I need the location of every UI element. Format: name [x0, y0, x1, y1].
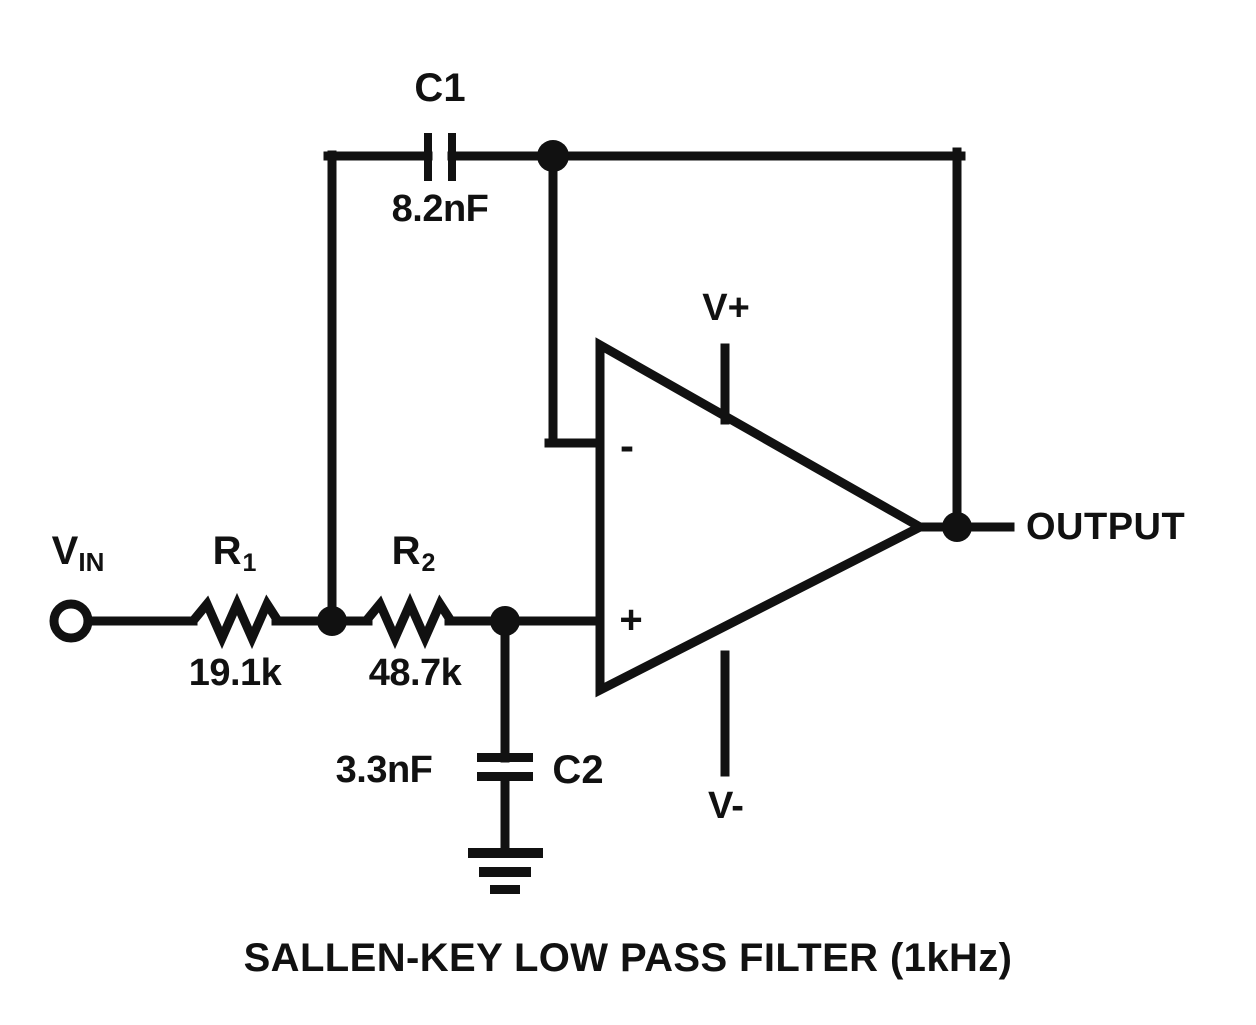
r1-ref-letter: R — [212, 529, 242, 573]
r1-value-label: 19.1k — [188, 652, 282, 694]
junction-dot-feedback — [537, 140, 569, 172]
c2-value-label: 3.3nF — [335, 749, 433, 791]
vin-label: VIN — [51, 529, 105, 575]
junction-dot-output — [942, 512, 972, 542]
diagram-caption: SALLEN-KEY LOW PASS FILTER (1kHz) — [243, 936, 1013, 980]
r2-resistor-symbol — [362, 592, 455, 650]
c1-reference-label: C1 — [414, 66, 466, 110]
c2-reference-label: C2 — [552, 748, 604, 792]
vin-terminal-ring — [49, 599, 93, 643]
r2-ref-letter: R — [391, 529, 421, 573]
vin-label-sub: IN — [78, 547, 105, 577]
opamp-triangle-body — [595, 337, 930, 698]
vin-label-main: V — [51, 529, 79, 573]
vplus-rail-label: V+ — [702, 287, 750, 329]
ground-bar-1 — [468, 848, 543, 858]
opamp-noninverting-pin-label: + — [619, 598, 643, 642]
ground-bar-2 — [479, 867, 531, 877]
ground-bar-3 — [490, 885, 520, 894]
r1-reference-label: R1 — [212, 529, 257, 576]
junction-dot-node-b — [490, 606, 520, 636]
vminus-rail-label: V- — [708, 785, 744, 827]
r2-value-label: 48.7k — [368, 652, 462, 694]
c1-plate-left — [424, 133, 432, 181]
c2-plate-top — [477, 753, 533, 762]
junction-dot-node-a — [317, 606, 347, 636]
output-label: OUTPUT — [1026, 506, 1186, 548]
r1-ref-subscript: 1 — [242, 549, 257, 577]
opamp-inverting-pin-label: - — [620, 422, 634, 469]
r2-reference-label: R2 — [391, 529, 436, 576]
r1-resistor-symbol — [189, 592, 282, 650]
c1-value-label: 8.2nF — [391, 188, 489, 230]
r2-ref-subscript: 2 — [421, 549, 436, 577]
